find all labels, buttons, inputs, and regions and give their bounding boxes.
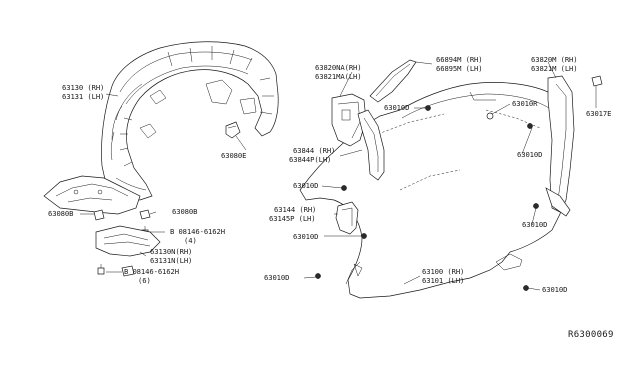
- label-63821m-lh: 63821M (LH): [531, 64, 578, 73]
- leaders-left: [80, 93, 247, 273]
- label-cover-rh: 63130N(RH): [150, 247, 193, 256]
- bracket-63820na-drawing: [331, 93, 367, 147]
- bracket-63820m-drawing: [545, 75, 575, 217]
- fender-liner-drawing: [101, 41, 279, 201]
- fasteners-right-drawing: [315, 105, 539, 291]
- clips-63080b-drawing: [93, 209, 151, 221]
- clip-63017e-drawing: [591, 75, 603, 94]
- label-63010d-lowleft: 63010D: [293, 232, 319, 241]
- label-bolt-a-qty: (4): [184, 236, 197, 245]
- label-63821ma-lh: 63821MA(LH): [315, 72, 362, 81]
- clip-63080e-drawing: [225, 121, 241, 139]
- label-liner-rh: 63130 (RH): [62, 83, 105, 92]
- cover-drawing: [95, 225, 161, 277]
- label-63844p-lh: 63844P(LH): [289, 155, 332, 164]
- label-63010d-right2: 63010D: [522, 220, 548, 229]
- label-66894m-rh: 66894M (RH): [436, 55, 483, 64]
- lower-liner-drawing: [43, 175, 141, 215]
- bracket-63144-drawing: [335, 201, 359, 235]
- label-fender-lh: 63101 (LH): [422, 276, 465, 285]
- label-63010d-right: 63010D: [517, 150, 543, 159]
- label-63010d-bottomright: 63010D: [542, 285, 568, 294]
- label-bolt-b-qty: (6): [138, 276, 151, 285]
- label-63010d-bottomleft: 63010D: [264, 273, 290, 282]
- label-63080b-left: 63080B: [48, 209, 74, 218]
- label-63010d-top: 63010D: [384, 103, 410, 112]
- seal-63844-drawing: [357, 109, 385, 181]
- seal-66894m-drawing: [369, 59, 417, 103]
- label-63010d-mid: 63010D: [293, 181, 319, 190]
- label-63145p-lh: 63145P (LH): [269, 214, 316, 223]
- label-bolt-a: B 08146-6162H: [170, 227, 225, 236]
- label-cover-lh: 63131N(LH): [150, 256, 193, 265]
- label-fender-rh: 63100 (RH): [422, 267, 465, 276]
- label-63017e: 63017E: [586, 109, 612, 118]
- label-63080e: 63080E: [221, 151, 247, 160]
- label-66895m-lh: 66895M (LH): [436, 64, 483, 73]
- leaders-right: [303, 61, 597, 291]
- diagram-reference-number: R6300069: [568, 330, 614, 340]
- label-liner-lh: 63131 (LH): [62, 92, 105, 101]
- label-63844-rh: 63844 (RH): [293, 146, 336, 155]
- label-bolt-b: B 08146-6162H: [124, 267, 179, 276]
- label-63820na-rh: 63820NA(RH): [315, 63, 362, 72]
- label-63010r: 63010R: [512, 99, 538, 108]
- label-63080b-right: 63080B: [172, 207, 198, 216]
- label-63820m-rh: 63820M (RH): [531, 55, 578, 64]
- label-63144-rh: 63144 (RH): [274, 205, 317, 214]
